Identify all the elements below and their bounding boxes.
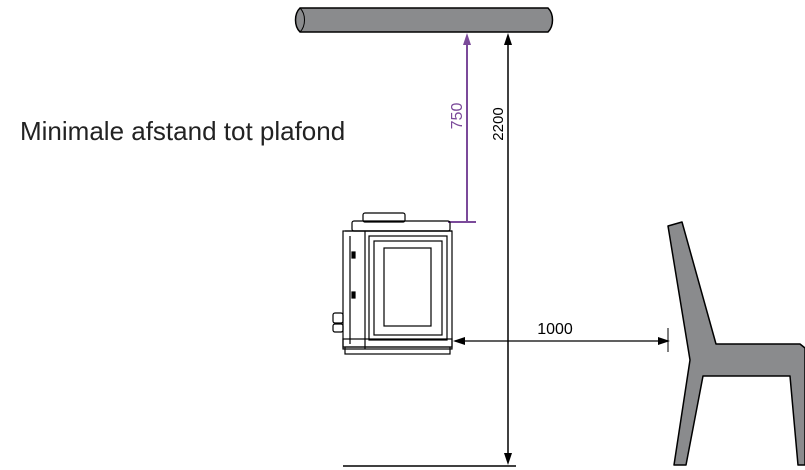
floor-to-ceiling-dimension: 2200 xyxy=(490,33,512,465)
stove-connector-lower xyxy=(332,323,344,333)
stove-body xyxy=(342,230,453,350)
front-distance-arrow-right xyxy=(658,337,670,345)
stove-door-frame-inner xyxy=(373,240,443,336)
stove-foot xyxy=(344,346,451,355)
front-distance-arrow-left xyxy=(453,337,465,345)
floor-to-ceiling-arrow-bottom xyxy=(504,453,512,465)
stove-lid xyxy=(362,212,406,223)
ceiling-break-left xyxy=(299,7,305,33)
ceiling-distance-dimension: 750 xyxy=(448,33,476,223)
stove-door-frame-outer xyxy=(368,235,448,341)
chair xyxy=(667,221,805,466)
stove-hinge-top xyxy=(351,251,356,259)
diagram-title: Minimale afstand tot plafond xyxy=(20,116,345,146)
stove-connector-upper xyxy=(332,312,344,324)
floor-to-ceiling-arrow-top xyxy=(504,33,512,45)
floor-to-ceiling-label: 2200 xyxy=(490,107,507,140)
ceiling-distance-arrow xyxy=(463,33,471,45)
stove-hinge-bottom xyxy=(351,291,356,299)
stove xyxy=(332,212,453,355)
front-distance-label: 1000 xyxy=(537,321,573,338)
ceiling-distance-label: 750 xyxy=(449,103,466,130)
ceiling-slab xyxy=(294,7,554,33)
front-distance-dimension: 1000 xyxy=(453,321,670,352)
stove-window xyxy=(383,247,432,327)
